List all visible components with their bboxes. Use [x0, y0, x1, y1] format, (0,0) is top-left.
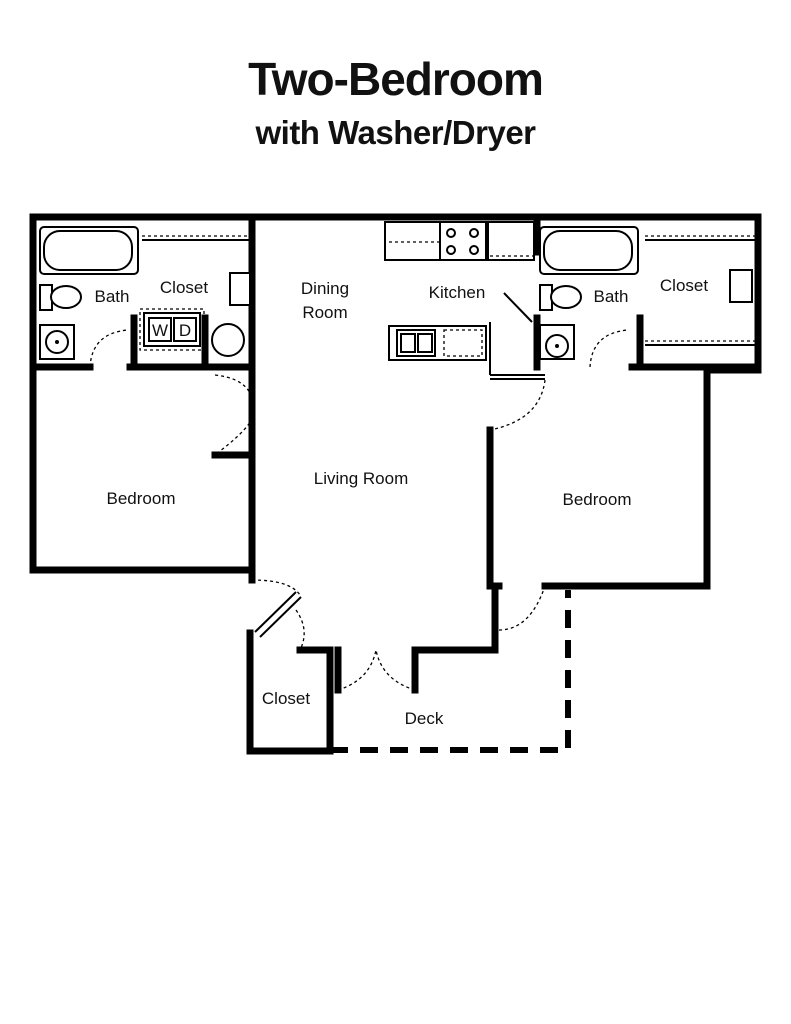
label-living-room: Living Room	[314, 469, 409, 488]
label-closet-left: Closet	[160, 278, 208, 297]
interior-walls-left	[32, 314, 256, 459]
sink-left	[39, 324, 75, 360]
label-kitchen: Kitchen	[429, 283, 486, 302]
refrigerator-icon	[487, 221, 535, 261]
label-dining-room: Room	[302, 303, 347, 322]
label-bath-left: Bath	[95, 287, 130, 306]
label-closet-right: Closet	[660, 276, 708, 295]
label-bath-right: Bath	[594, 287, 629, 306]
deck-outline	[330, 590, 571, 753]
label-dining: Dining	[301, 279, 349, 298]
water-heater-icon	[211, 323, 245, 357]
interior-walls-right	[489, 218, 762, 380]
door-swings	[89, 329, 629, 691]
bathtub-left	[39, 226, 139, 275]
closet-shelves	[142, 235, 755, 346]
label-deck: Deck	[405, 709, 444, 728]
plan-subtitle: with Washer/Dryer	[255, 114, 536, 151]
washer-dryer: W D	[139, 308, 205, 351]
toilet-left	[39, 284, 82, 311]
washer-label: W	[152, 321, 168, 340]
stove-icon	[439, 221, 487, 261]
sink-right	[539, 324, 575, 360]
label-closet-entry: Closet	[262, 689, 310, 708]
bathtub-right	[539, 226, 639, 275]
toilet-right	[539, 284, 582, 311]
dryer-label: D	[179, 321, 191, 340]
kitchen-fixtures	[384, 221, 535, 361]
entry-closet-door	[254, 591, 302, 638]
label-bedroom-left: Bedroom	[107, 489, 176, 508]
label-bedroom-right: Bedroom	[563, 490, 632, 509]
plan-title: Two-Bedroom	[248, 53, 544, 105]
